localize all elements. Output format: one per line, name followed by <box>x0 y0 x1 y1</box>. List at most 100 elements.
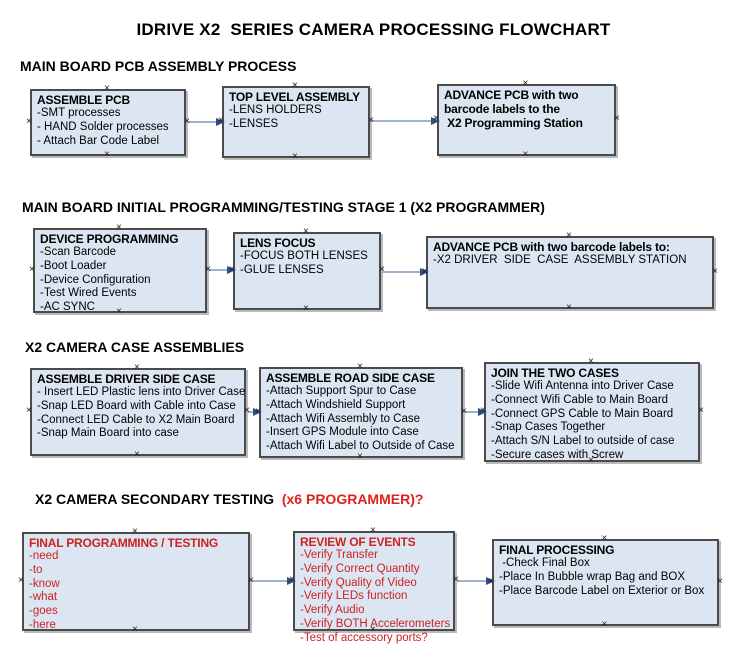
flow-box-assemble-road-side-case[interactable]: ASSEMBLE ROAD SIDE CASE -Attach Support … <box>259 367 463 458</box>
box-line: -Check Final Box <box>499 557 590 569</box>
flow-box-review-of-events[interactable]: REVIEW OF EVENTS -Verify Transfer -Verif… <box>293 531 455 644</box>
box-title: JOIN THE TWO CASES <box>491 366 619 380</box>
box-line: -Attach Windshield Support <box>266 398 406 411</box>
box-line: -Attach Wifi Label to Outside of Case <box>266 440 455 453</box>
box-line: -Insert GPS Module into Case <box>266 426 419 439</box>
box-line: -Device Configuration <box>40 273 151 286</box>
connection-handle-icon <box>433 115 439 123</box>
box-line: -Place Barcode Label on Exterior or Box <box>499 584 705 597</box>
box-line: -Snap LED Board with Cable into Case <box>37 399 236 412</box>
connection-handle-icon <box>116 224 122 232</box>
connection-handle-icon <box>566 232 572 240</box>
connection-handle-icon <box>289 576 295 584</box>
box-line: -Slide Wifi Antenna into Driver Case <box>491 380 674 392</box>
connection-handle-icon <box>29 266 35 274</box>
connection-handle-icon <box>523 80 529 88</box>
box-line: -here <box>29 618 56 631</box>
connection-handle-icon <box>357 453 363 461</box>
connection-handle-icon <box>104 85 110 93</box>
box-line: -Connect Wifi Cable to Main Board <box>491 393 669 406</box>
connection-handle-icon <box>488 578 494 586</box>
connection-handle-icon <box>26 118 32 126</box>
flow-box-assemble-pcb[interactable]: ASSEMBLE PCB -SMT processes - HAND Solde… <box>30 89 186 156</box>
box-title: DEVICE PROGRAMMING <box>40 232 179 246</box>
connection-handle-icon <box>602 535 608 543</box>
connection-handle-icon <box>461 408 467 416</box>
flow-box-join-the-two-cases[interactable]: JOIN THE TWO CASES -Slide Wifi Antenna i… <box>484 362 700 462</box>
box-line: -Connect LED Cable to X2 Main Board <box>37 413 235 426</box>
connection-handle-icon <box>368 117 374 125</box>
box-line: -Test of accessory ports? <box>300 631 428 644</box>
connection-handle-icon <box>292 82 298 90</box>
box-title: ADVANCE PCB with two barcode labels to t… <box>444 88 583 130</box>
section-heading-accent: (x6 PROGRAMMER)? <box>277 491 424 507</box>
box-line: -Snap Main Board into case <box>37 427 179 440</box>
box-line: -Verify Quality of Video <box>300 576 417 589</box>
connection-handle-icon <box>104 151 110 159</box>
flow-box-advance-pcb-programming-station[interactable]: ADVANCE PCB with two barcode labels to t… <box>437 84 616 156</box>
flow-box-top-level-assembly[interactable]: TOP LEVEL ASSEMBLY -LENS HOLDERS -LENSES <box>222 86 370 158</box>
connection-handle-icon <box>218 117 224 125</box>
connection-handle-icon <box>453 576 459 584</box>
box-line: -Secure cases with Screw <box>491 448 624 461</box>
connection-handle-icon <box>255 408 261 416</box>
connection-handle-icon <box>26 407 32 415</box>
connection-handle-icon <box>292 153 298 161</box>
connection-handle-icon <box>132 528 138 536</box>
flow-arrow <box>455 577 495 585</box>
connection-handle-icon <box>566 304 572 312</box>
box-line: -Test Wired Events <box>40 287 137 300</box>
connection-handle-icon <box>229 266 235 274</box>
box-line: -Attach Wifi Assembly to Case <box>266 412 421 425</box>
box-line: -Verify BOTH Accelerometers <box>300 617 451 630</box>
box-title: ASSEMBLE PCB <box>37 93 130 107</box>
box-title: FINAL PROGRAMMING / TESTING <box>29 536 219 550</box>
box-line: -Attach S/N Label to outside of case <box>491 435 675 448</box>
flow-arrow <box>250 577 296 585</box>
box-line: -Boot Loader <box>40 259 107 272</box>
connection-handle-icon <box>523 151 529 159</box>
box-line: -LENSES <box>229 117 279 130</box>
connection-handle-icon <box>134 451 140 459</box>
connection-handle-icon <box>303 228 309 236</box>
box-line: -Scan Barcode <box>40 246 117 258</box>
connection-handle-icon <box>588 358 594 366</box>
box-line: - Insert LED Plastic lens into Driver Ca… <box>37 386 246 398</box>
section-heading-text: X2 CAMERA SECONDARY TESTING <box>35 491 278 507</box>
flow-box-final-processing[interactable]: FINAL PROCESSING -Check Final Box -Place… <box>492 539 719 626</box>
box-line: - Attach Bar Code Label <box>37 134 160 147</box>
box-title: LENS FOCUS <box>240 236 316 250</box>
box-title: ADVANCE PCB with two barcode labels to: <box>433 240 670 254</box>
box-line: -LENS HOLDERS <box>229 104 322 116</box>
connection-handle-icon <box>422 268 428 276</box>
flow-arrow <box>186 118 225 126</box>
connection-handle-icon <box>303 305 309 313</box>
box-title: ASSEMBLE ROAD SIDE CASE <box>266 371 435 385</box>
connection-handle-icon <box>184 118 190 126</box>
box-line: -Verify Correct Quantity <box>300 562 420 575</box>
box-line: -FOCUS BOTH LENSES <box>240 250 368 262</box>
box-title: TOP LEVEL ASSEMBLY <box>229 90 360 104</box>
box-title: REVIEW OF EVENTS <box>300 535 416 549</box>
box-line: -to <box>29 563 43 576</box>
box-line: -what <box>29 591 58 604</box>
connection-handle-icon <box>614 115 620 123</box>
connection-handle-icon <box>698 407 704 415</box>
flow-box-assemble-driver-side-case[interactable]: ASSEMBLE DRIVER SIDE CASE - Insert LED P… <box>30 368 246 456</box>
flow-box-device-programming[interactable]: DEVICE PROGRAMMING -Scan Barcode -Boot L… <box>33 228 207 313</box>
connection-handle-icon <box>248 577 254 585</box>
flow-box-lens-focus[interactable]: LENS FOCUS -FOCUS BOTH LENSES -GLUE LENS… <box>233 232 381 310</box>
box-line: -Connect GPS Cable to Main Board <box>491 407 674 420</box>
box-line: -Verify Audio <box>300 604 365 617</box>
section-heading-case-assemblies: X2 CAMERA CASE ASSEMBLIES <box>25 339 245 355</box>
flow-box-advance-pcb-driver-side-station[interactable]: ADVANCE PCB with two barcode labels to: … <box>426 236 714 309</box>
connection-handle-icon <box>370 626 376 634</box>
flow-box-final-programming-testing[interactable]: FINAL PROGRAMMING / TESTING -need -to -k… <box>22 532 250 631</box>
box-line: -Verify LEDs function <box>300 590 408 603</box>
connection-handle-icon <box>134 364 140 372</box>
connection-handle-icon <box>357 363 363 371</box>
connection-handle-icon <box>588 457 594 465</box>
box-title: FINAL PROCESSING <box>499 543 615 557</box>
box-line: -goes <box>29 605 58 618</box>
